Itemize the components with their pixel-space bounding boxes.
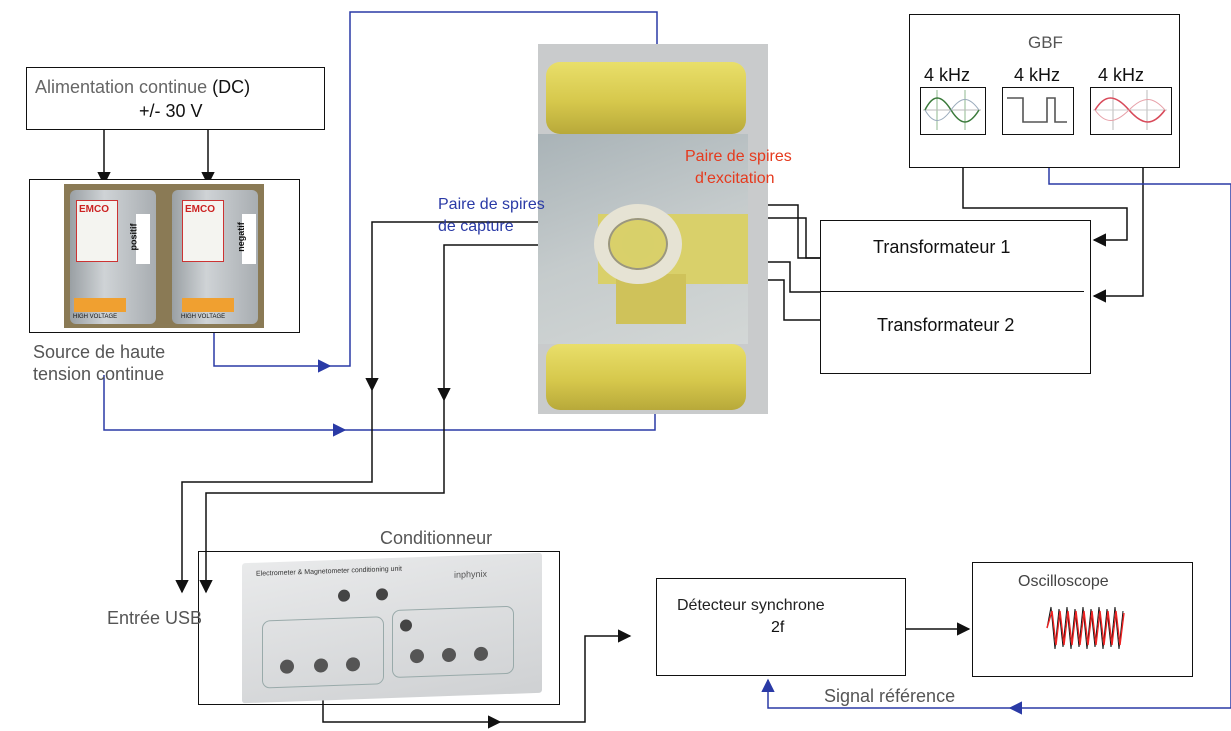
reference-signal-label: Signal référence xyxy=(824,686,955,707)
dc-supply-dc-tag: (DC) xyxy=(212,77,250,97)
dc-supply-title-text: Alimentation continue xyxy=(35,77,212,97)
hv-module-positive-warning: HIGH VOLTAGE xyxy=(73,314,117,320)
square-wave-icon xyxy=(1003,88,1071,132)
hv-module-negative-brand: EMCO xyxy=(185,204,215,215)
detector-label-2: 2f xyxy=(771,619,784,637)
dc-to-hv-wires xyxy=(104,130,208,184)
oscilloscope-title: Oscilloscope xyxy=(1018,573,1109,591)
gbf-sine-waveform-1 xyxy=(920,87,986,135)
conditionneur-photo: Electrometer & Magnetometer conditioning… xyxy=(242,553,542,703)
oscilloscope-trace-icon xyxy=(1045,599,1127,657)
hv-source-box: EMCO HIGH VOLTAGE positif EMCO HIGH VOLT… xyxy=(29,179,300,333)
gbf-square-waveform xyxy=(1002,87,1074,135)
gbf-freq-2: 4 kHz xyxy=(1014,65,1060,86)
positif-label: positif xyxy=(129,224,139,251)
detector-label-1: Détecteur synchrone xyxy=(677,597,825,615)
excitation-label-1: Paire de spires xyxy=(685,148,792,166)
gbf-title: GBF xyxy=(1028,33,1063,53)
hv-modules-photo: EMCO HIGH VOLTAGE positif EMCO HIGH VOLT… xyxy=(64,184,264,328)
hv-module-positive-brand: EMCO xyxy=(79,204,109,215)
hv-module-negative-warning: HIGH VOLTAGE xyxy=(181,314,225,320)
hv-module-negative-tag: negatif xyxy=(242,214,256,264)
synchronous-detector-box: Détecteur synchrone 2f xyxy=(656,578,906,676)
sine-wave-red-icon xyxy=(1091,88,1169,132)
dc-power-supply-box: Alimentation continue (DC) +/- 30 V xyxy=(26,67,325,130)
usb-input-label: Entrée USB xyxy=(107,608,202,629)
dc-supply-voltage: +/- 30 V xyxy=(139,101,203,122)
gbf-box: GBF 4 kHz 4 kHz 4 kHz xyxy=(909,14,1180,168)
gbf-freq-1: 4 kHz xyxy=(924,65,970,86)
transformer-2-label: Transformateur 2 xyxy=(877,315,1014,336)
conditionneur-title: Conditionneur xyxy=(380,528,492,549)
capture-label-2: de capture xyxy=(438,218,514,236)
torus-ring xyxy=(594,204,682,284)
helmholtz-coil-top xyxy=(546,62,746,134)
capture-label-1: Paire de spires xyxy=(438,196,545,214)
transformers-box: Transformateur 1 Transformateur 2 xyxy=(820,220,1091,374)
hv-module-positive-tag: positif xyxy=(136,214,150,264)
negatif-label: negatif xyxy=(236,222,246,252)
helmholtz-coil-bottom xyxy=(546,344,746,410)
gbf-freq-3: 4 kHz xyxy=(1098,65,1144,86)
transformer-divider xyxy=(821,291,1084,292)
conditionneur-brand: inphynix xyxy=(454,569,487,580)
dc-supply-title: Alimentation continue (DC) xyxy=(35,77,250,98)
hv-source-caption-1: Source de haute xyxy=(33,342,165,363)
conditionneur-panel-title: Electrometer & Magnetometer conditioning… xyxy=(256,566,402,578)
hv-source-caption-2: tension continue xyxy=(33,364,164,385)
oscilloscope-box: Oscilloscope xyxy=(972,562,1193,677)
transformer-1-label: Transformateur 1 xyxy=(873,237,1010,258)
gbf-sine-waveform-3 xyxy=(1090,87,1172,135)
excitation-label-2: d'excitation xyxy=(695,170,775,188)
sine-wave-icon xyxy=(921,88,983,132)
